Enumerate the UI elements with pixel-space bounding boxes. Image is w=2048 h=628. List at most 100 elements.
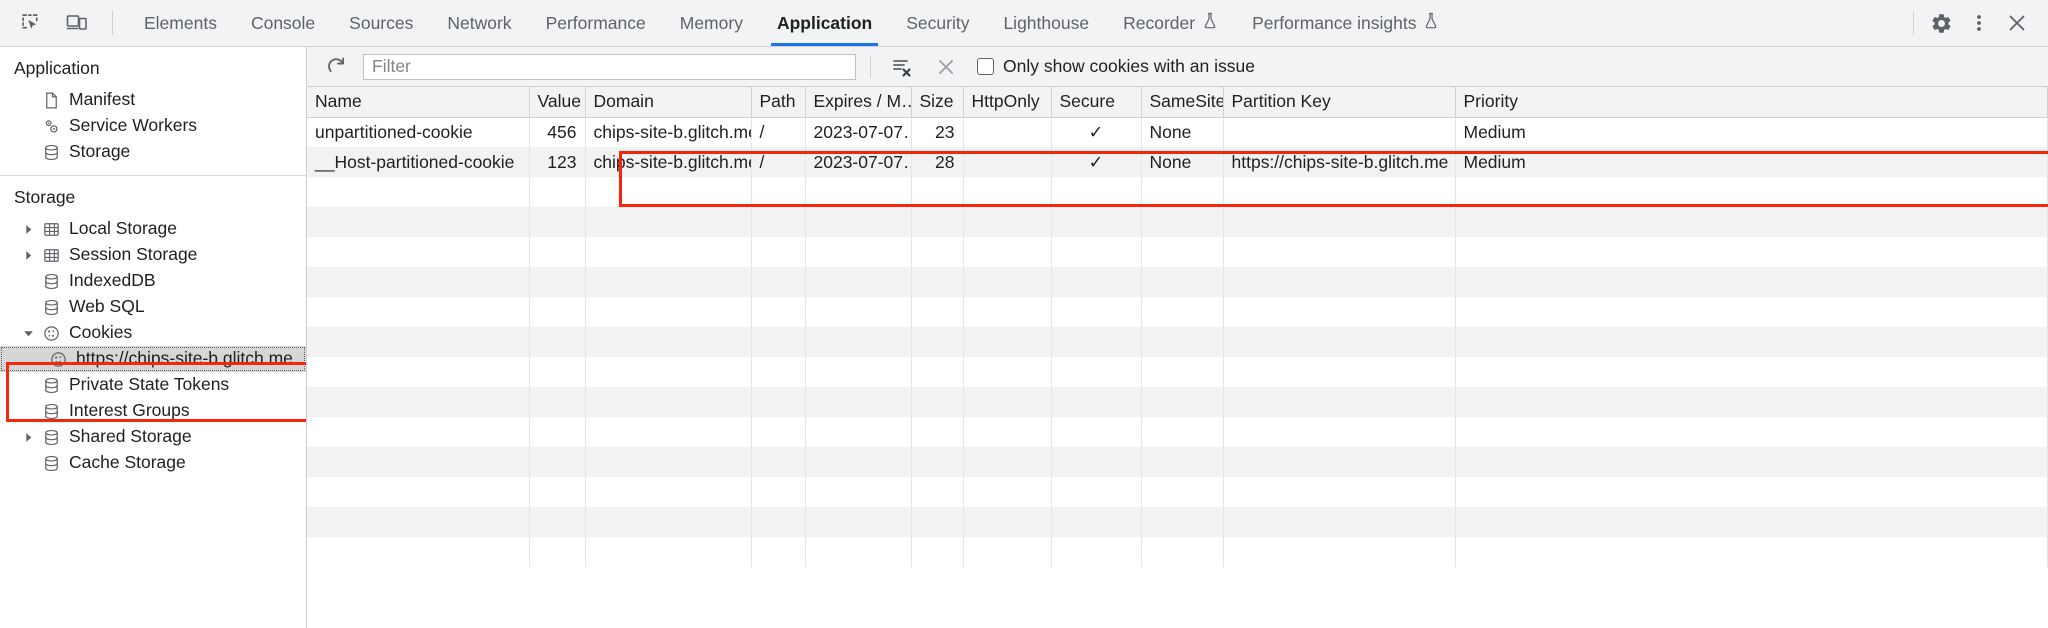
only-show-issue-cookies-toggle[interactable]: Only show cookies with an issue bbox=[977, 56, 1255, 77]
tab-label: Performance bbox=[545, 12, 646, 33]
cell-value: 123 bbox=[529, 147, 586, 177]
column-header-value[interactable]: Value bbox=[529, 87, 586, 118]
more-options-icon[interactable] bbox=[1962, 6, 1996, 40]
refresh-icon[interactable] bbox=[319, 50, 353, 84]
clear-filtered-cookies-icon[interactable] bbox=[885, 50, 919, 84]
tab-network[interactable]: Network bbox=[430, 0, 528, 46]
database-icon bbox=[41, 297, 62, 318]
empty-cell bbox=[529, 357, 586, 387]
tab-console[interactable]: Console bbox=[234, 0, 332, 46]
tab-security[interactable]: Security bbox=[889, 0, 986, 46]
sidebar-item-indexeddb[interactable]: IndexedDB bbox=[0, 268, 306, 294]
inspect-element-icon[interactable] bbox=[14, 6, 48, 40]
cookie-icon bbox=[48, 349, 69, 370]
sidebar-item-session-storage[interactable]: Session Storage bbox=[0, 242, 306, 268]
empty-cell bbox=[585, 237, 752, 267]
empty-cell bbox=[751, 447, 806, 477]
close-devtools-icon[interactable] bbox=[2000, 6, 2034, 40]
sidebar-item-local-storage[interactable]: Local Storage bbox=[0, 216, 306, 242]
sidebar-item-web-sql[interactable]: Web SQL bbox=[0, 294, 306, 320]
tab-label: Console bbox=[250, 12, 316, 33]
tab-performance[interactable]: Performance bbox=[529, 0, 663, 46]
empty-cell bbox=[1223, 417, 1456, 447]
column-header-secure[interactable]: Secure bbox=[1051, 87, 1142, 118]
only-show-issue-checkbox[interactable] bbox=[977, 58, 994, 75]
tab-lighthouse[interactable]: Lighthouse bbox=[986, 0, 1106, 46]
empty-cell bbox=[805, 477, 912, 507]
column-header-domain[interactable]: Domain bbox=[585, 87, 752, 118]
sidebar-item-cache-storage[interactable]: Cache Storage bbox=[0, 450, 306, 476]
table-empty-row bbox=[307, 327, 2048, 357]
sidebar-item-shared-storage[interactable]: Shared Storage bbox=[0, 424, 306, 450]
column-header-samesite[interactable]: SameSite bbox=[1141, 87, 1224, 118]
empty-cell bbox=[805, 297, 912, 327]
empty-cell bbox=[1141, 387, 1224, 417]
cell-priority: Medium bbox=[1455, 147, 2048, 177]
sidebar-item-label: Service Workers bbox=[69, 115, 198, 136]
sidebar-item-private-state-tokens[interactable]: Private State Tokens bbox=[0, 372, 306, 398]
empty-cell bbox=[1141, 177, 1224, 207]
experimental-flask-icon bbox=[1423, 12, 1439, 34]
chevron-right-icon[interactable] bbox=[22, 223, 34, 235]
column-header-path[interactable]: Path bbox=[751, 87, 806, 118]
database-icon bbox=[41, 401, 62, 422]
empty-cell bbox=[1051, 267, 1142, 297]
empty-cell bbox=[805, 357, 912, 387]
empty-cell bbox=[963, 297, 1052, 327]
chevron-right-icon[interactable] bbox=[22, 249, 34, 261]
cookies-filter-bar: Filter Only show cookies with an issue bbox=[307, 47, 2048, 87]
tab-memory[interactable]: Memory bbox=[663, 0, 760, 46]
empty-cell bbox=[1051, 357, 1142, 387]
table-empty-row bbox=[307, 477, 2048, 507]
sidebar-item-storage[interactable]: Storage bbox=[0, 139, 306, 165]
empty-cell bbox=[1141, 207, 1224, 237]
empty-cell bbox=[751, 357, 806, 387]
empty-cell bbox=[307, 447, 530, 477]
empty-cell bbox=[307, 207, 530, 237]
empty-cell bbox=[307, 357, 530, 387]
sidebar-item-https-chips-site-b-glitch-me[interactable]: https://chips-site-b.glitch.me bbox=[0, 346, 306, 372]
tab-elements[interactable]: Elements bbox=[127, 0, 234, 46]
cell-httponly bbox=[963, 117, 1052, 147]
column-header-priority[interactable]: Priority bbox=[1455, 87, 2048, 118]
column-header-name[interactable]: Name bbox=[307, 87, 530, 118]
tab-performance-insights[interactable]: Performance insights bbox=[1235, 0, 1456, 46]
sidebar-item-label: Manifest bbox=[69, 89, 136, 110]
tab-label: Memory bbox=[679, 12, 743, 33]
empty-cell bbox=[911, 177, 964, 207]
device-toolbar-icon[interactable] bbox=[60, 6, 94, 40]
empty-cell bbox=[529, 177, 586, 207]
chevron-down-icon[interactable] bbox=[22, 327, 34, 339]
tab-sources[interactable]: Sources bbox=[332, 0, 430, 46]
filter-input[interactable]: Filter bbox=[363, 53, 856, 80]
empty-cell bbox=[585, 267, 752, 297]
sidebar-item-interest-groups[interactable]: Interest Groups bbox=[0, 398, 306, 424]
clear-all-cookies-icon[interactable] bbox=[929, 50, 963, 84]
tab-recorder[interactable]: Recorder bbox=[1106, 0, 1235, 46]
sidebar-item-label: Private State Tokens bbox=[69, 374, 230, 395]
tab-application[interactable]: Application bbox=[760, 0, 889, 46]
column-header-expires-m[interactable]: Expires / M… bbox=[805, 87, 912, 118]
column-header-size[interactable]: Size bbox=[911, 87, 964, 118]
empty-cell bbox=[307, 417, 530, 447]
column-header-httponly[interactable]: HttpOnly bbox=[963, 87, 1052, 118]
chevron-right-icon[interactable] bbox=[22, 431, 34, 443]
sidebar-item-manifest[interactable]: Manifest bbox=[0, 87, 306, 113]
table-empty-row bbox=[307, 537, 2048, 567]
column-header-partition-key[interactable]: Partition Key bbox=[1223, 87, 1456, 118]
empty-cell bbox=[911, 267, 964, 297]
settings-gear-icon[interactable] bbox=[1924, 6, 1958, 40]
empty-cell bbox=[751, 387, 806, 417]
empty-cell bbox=[1455, 537, 2048, 567]
sidebar-item-cookies[interactable]: Cookies bbox=[0, 320, 306, 346]
empty-cell bbox=[751, 237, 806, 267]
empty-cell bbox=[751, 537, 806, 567]
empty-cell bbox=[1141, 297, 1224, 327]
sidebar-item-service-workers[interactable]: Service Workers bbox=[0, 113, 306, 139]
database-icon bbox=[41, 271, 62, 292]
empty-cell bbox=[963, 207, 1052, 237]
